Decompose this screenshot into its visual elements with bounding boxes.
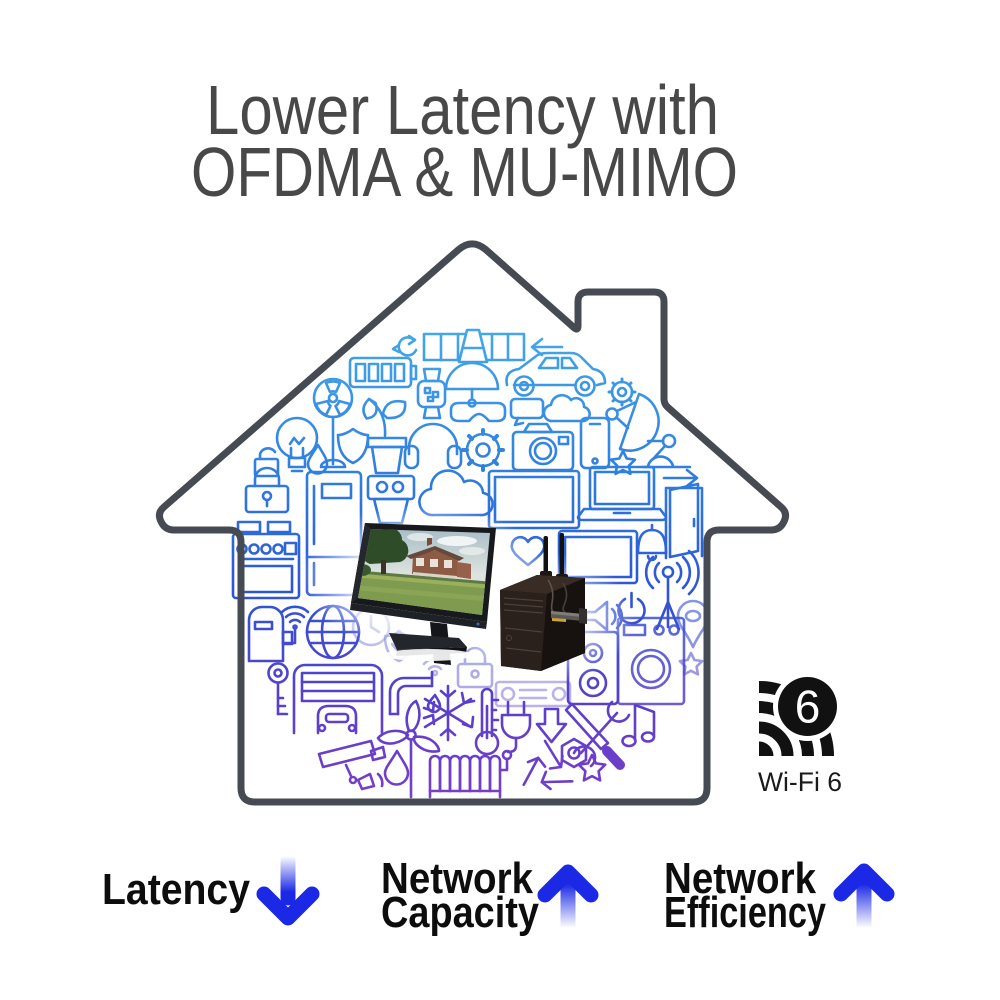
svg-text:Network: Network [664, 854, 816, 903]
svg-text:Wi-Fi 6: Wi-Fi 6 [758, 767, 842, 797]
svg-text:6: 6 [795, 681, 821, 733]
svg-text:Lower Latency with: Lower Latency with [206, 71, 719, 149]
svg-text:Capacity: Capacity [381, 888, 539, 937]
svg-text:Network: Network [381, 854, 533, 903]
svg-text:Latency: Latency [102, 865, 250, 914]
svg-text:Efficiency: Efficiency [664, 888, 826, 937]
svg-text:OFDMA & MU-MIMO: OFDMA & MU-MIMO [191, 133, 738, 211]
